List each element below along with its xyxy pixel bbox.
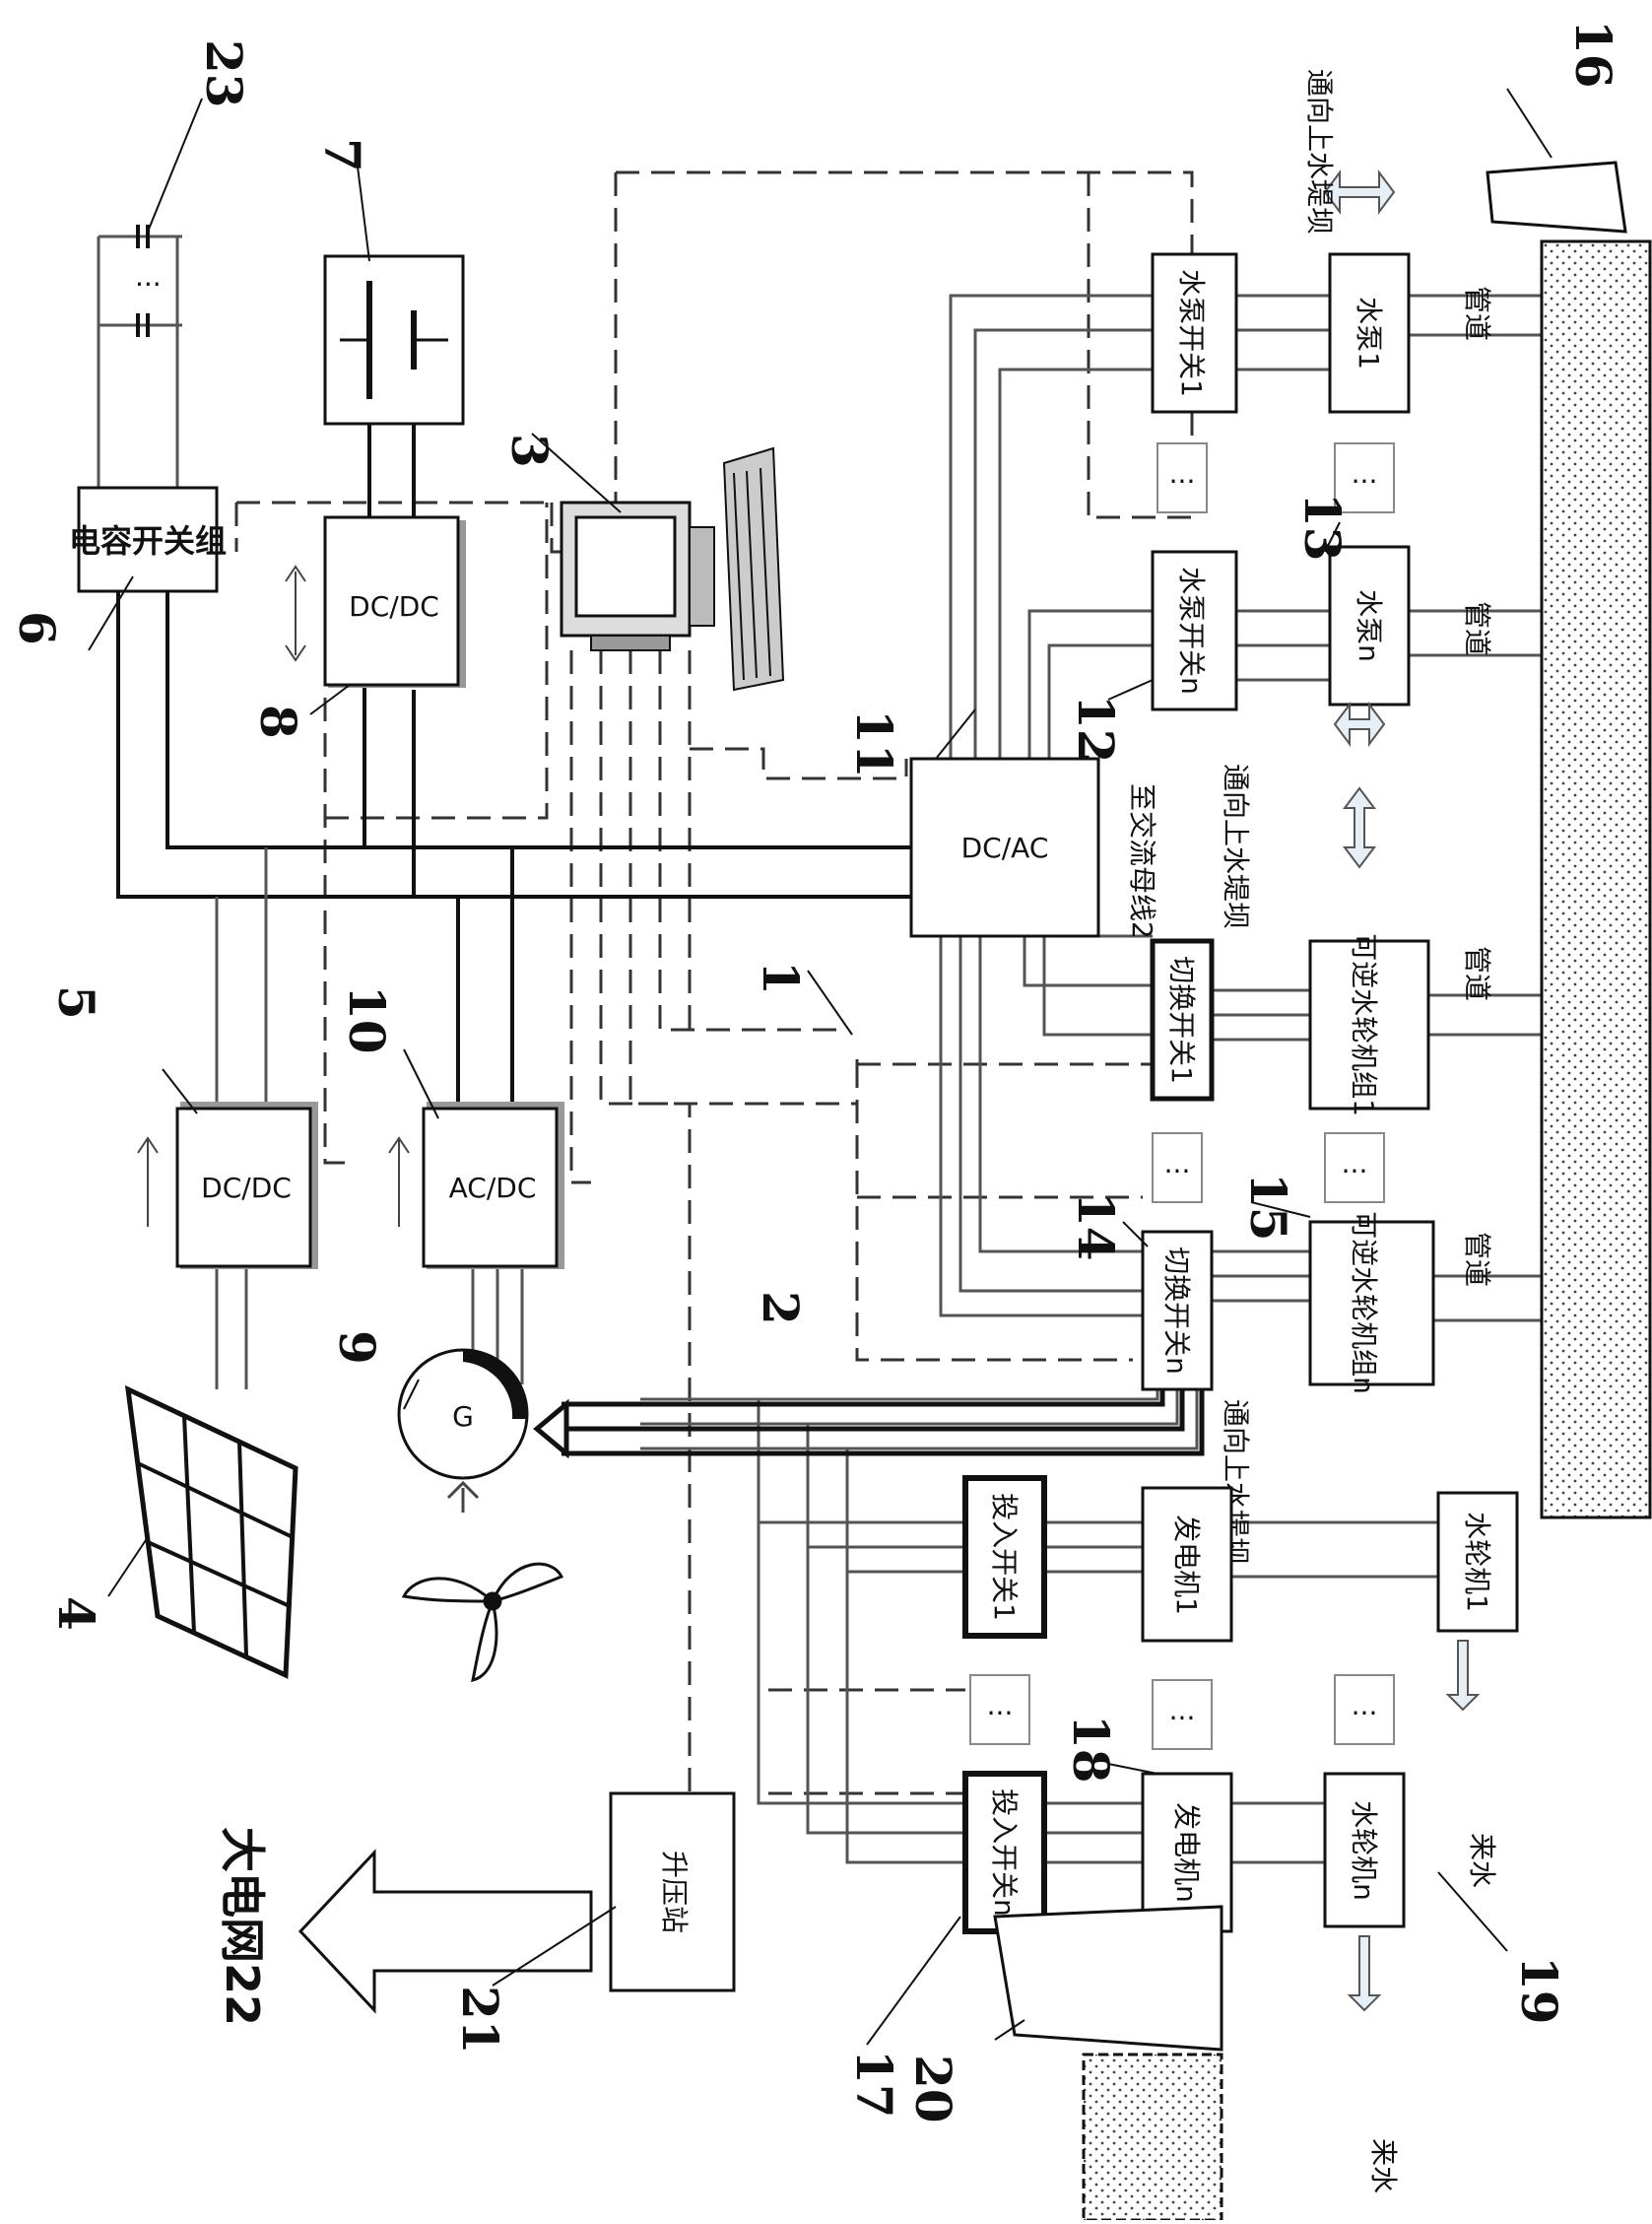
svg-text:升压站: 升压站 xyxy=(658,1851,691,1933)
callout-23: 23 xyxy=(195,39,253,108)
callout-14: 14 xyxy=(1067,1192,1125,1261)
svg-text:发电机n: 发电机n xyxy=(1170,1802,1203,1903)
booster-station: 升压站 xyxy=(611,1793,734,1990)
callout-15: 15 xyxy=(1239,1173,1297,1242)
callout-12: 12 xyxy=(1067,695,1125,764)
wind-generator: G xyxy=(399,1350,562,1680)
turbine-1: 水轮机1 xyxy=(1438,1493,1517,1631)
svg-text:水泵1: 水泵1 xyxy=(1353,297,1385,370)
svg-text:DC/DC: DC/DC xyxy=(201,1172,292,1204)
callout-19: 19 xyxy=(1510,1956,1568,2025)
pump-1: 水泵1 xyxy=(1330,254,1409,412)
svg-text:切换开关1: 切换开关1 xyxy=(1165,956,1198,1084)
callout-13: 13 xyxy=(1293,493,1352,562)
generator-1: 发电机1 xyxy=(1143,1488,1231,1641)
callout-1: 1 xyxy=(752,961,810,995)
pump-switch-n: 水泵开关n xyxy=(1153,552,1236,709)
svg-text:...: ... xyxy=(1352,457,1378,490)
svg-text:G: G xyxy=(452,1400,474,1433)
pump-switch-1: 水泵开关1 xyxy=(1153,254,1236,412)
incoming-water-bottom: 来水 xyxy=(1367,2138,1400,2193)
svg-text:水泵开关1: 水泵开关1 xyxy=(1175,269,1208,397)
callout-8: 8 xyxy=(249,705,307,739)
svg-text:大电网22: 大电网22 xyxy=(216,1827,269,2026)
dcac-inverter: DC/AC xyxy=(911,759,1098,936)
callout-6: 6 xyxy=(8,611,66,645)
to-upper-dam-top: 通向上水堤坝 xyxy=(1303,69,1336,235)
svg-text:发电机1: 发电机1 xyxy=(1170,1515,1203,1615)
callout-5: 5 xyxy=(47,985,105,1020)
dcdc-converter-5: DC/DC xyxy=(138,1102,318,1269)
turbine-n: 水轮机n xyxy=(1325,1774,1404,1926)
dcdc-converter-8: DC/DC xyxy=(286,517,466,688)
reversible-turbine-placeholder: ... xyxy=(1325,1133,1384,1202)
pipe-label-reversible-n: 管道 xyxy=(1461,1232,1493,1287)
capacitor-ellipsis: ... xyxy=(135,260,162,293)
callout-9: 9 xyxy=(328,1330,386,1365)
generator-placeholder: ... xyxy=(1153,1680,1212,1749)
transfer-switch-1: 切换开关1 xyxy=(1153,941,1212,1099)
svg-text:可逆水轮机组n: 可逆水轮机组n xyxy=(1348,1211,1380,1394)
svg-text:DC/DC: DC/DC xyxy=(349,590,439,623)
callout-16: 16 xyxy=(1564,20,1622,89)
svg-text:切换开关n: 切换开关n xyxy=(1160,1247,1193,1375)
svg-text:DC/AC: DC/AC xyxy=(961,832,1049,864)
svg-text:投入开关n: 投入开关n xyxy=(988,1788,1021,1917)
solar-panel xyxy=(128,1389,296,1675)
svg-text:...: ... xyxy=(987,1689,1014,1721)
svg-text:投入开关1: 投入开关1 xyxy=(988,1493,1021,1621)
svg-text:可逆水轮机组1: 可逆水轮机组1 xyxy=(1348,933,1380,1116)
svg-text:...: ... xyxy=(1164,1147,1191,1179)
callout-21: 21 xyxy=(451,1986,509,2055)
incoming-water-right: 来水 xyxy=(1466,1833,1498,1888)
big-grid-arrow: 大电网22 xyxy=(216,1827,591,2026)
input-switch-n: 投入开关n xyxy=(965,1774,1044,1931)
svg-text:水泵开关n: 水泵开关n xyxy=(1175,567,1208,695)
pipe-label-reversible-1: 管道 xyxy=(1461,946,1493,1001)
callout-4: 4 xyxy=(47,1596,105,1631)
callout-7: 7 xyxy=(313,138,371,172)
to-ac-bus: 至交流母线2 xyxy=(1126,783,1158,939)
wind-turbine-blades xyxy=(404,1564,562,1680)
battery xyxy=(325,256,463,424)
input-switch-placeholder: ... xyxy=(970,1675,1029,1744)
callout-11: 11 xyxy=(845,709,903,778)
svg-text:AC/DC: AC/DC xyxy=(449,1172,537,1204)
callout-10: 10 xyxy=(338,985,396,1054)
svg-text:水轮机n: 水轮机n xyxy=(1348,1800,1380,1901)
reversible-turbine-1: 可逆水轮机组1 xyxy=(1310,933,1428,1116)
pump-n: 水泵n xyxy=(1330,547,1409,705)
computer xyxy=(562,448,783,690)
reversible-turbine-n: 可逆水轮机组n xyxy=(1310,1211,1433,1394)
pipe-label-pump-1: 管道 xyxy=(1461,286,1493,341)
callout-18: 18 xyxy=(1062,1715,1120,1784)
svg-text:电容开关组: 电容开关组 xyxy=(69,522,227,560)
pipe-label-pump-n: 管道 xyxy=(1461,601,1493,656)
acdc-converter: AC/DC xyxy=(389,1102,564,1269)
upper-dam xyxy=(1487,163,1650,1517)
input-switch-1: 投入开关1 xyxy=(965,1478,1044,1636)
to-upper-dam-middle: 通向上水堤坝 xyxy=(1220,764,1252,929)
lower-reservoir xyxy=(995,1907,1222,2220)
svg-text:...: ... xyxy=(1342,1147,1368,1179)
svg-text:...: ... xyxy=(1169,1694,1196,1726)
transfer-switch-placeholder: ... xyxy=(1153,1133,1202,1202)
callout-17: 17 xyxy=(845,2050,903,2119)
pump-switch-placeholder: ... xyxy=(1157,443,1207,512)
svg-text:水泵n: 水泵n xyxy=(1353,589,1385,662)
capacitor-switch-group: 电容开关组 xyxy=(69,488,227,591)
svg-text:水轮机1: 水轮机1 xyxy=(1461,1512,1493,1612)
svg-text:...: ... xyxy=(1169,457,1196,490)
callout-2: 2 xyxy=(752,1291,810,1325)
callout-20: 20 xyxy=(904,2055,962,2123)
turbine-placeholder: ... xyxy=(1335,1675,1394,1744)
transfer-switch-n: 切换开关n xyxy=(1143,1232,1212,1389)
callout-3: 3 xyxy=(500,434,559,468)
keyboard xyxy=(724,448,783,690)
svg-text:...: ... xyxy=(1352,1689,1378,1721)
